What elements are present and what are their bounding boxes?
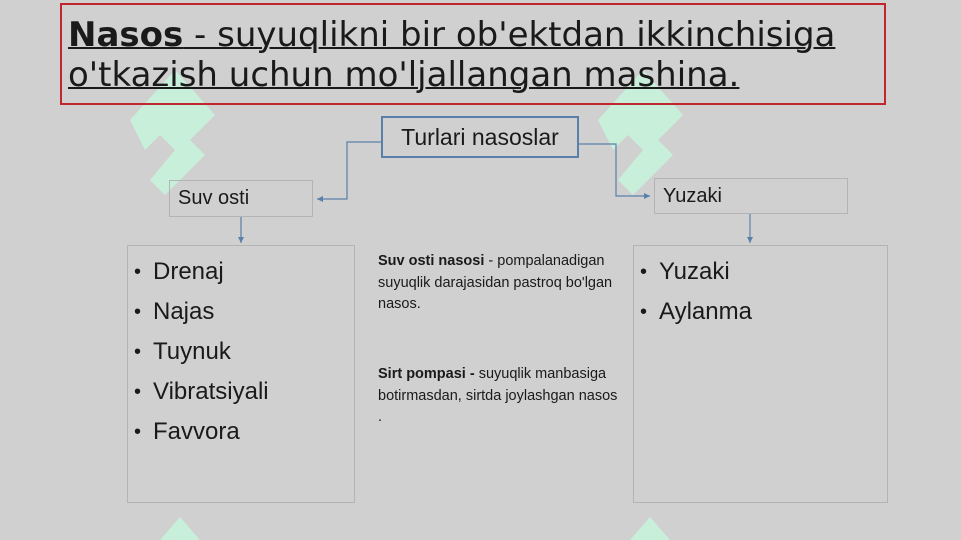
title-box — [60, 3, 886, 105]
page-title: Nasos - suyuqlikni bir ob'ektdan ikkinch… — [68, 15, 888, 95]
left-items-list: • Drenaj • Najas • Tuynuk • Vibratsiyali • Fa… — [128, 246, 354, 452]
right-items-list: • Yuzaki • Aylanma — [634, 246, 887, 332]
list-item: • Najas — [134, 292, 354, 332]
bullet-icon: • — [134, 421, 142, 443]
list-item: • Vibratsiyali — [134, 372, 354, 412]
description-submersible: Suv osti nasosi - pompalanadigan suyuqli… — [378, 251, 618, 316]
description-text: suyuqlik manbasiga botirmasdan, sirtda j… — [378, 366, 618, 425]
description-term: Sirt pompasi - — [378, 366, 479, 382]
bullet-icon: • — [134, 381, 142, 403]
root-node: Turlari nasoslar — [381, 116, 579, 158]
list-item-label: Favvora — [153, 418, 240, 445]
title-term: Nasos — [68, 15, 184, 55]
connector-root-to-left — [317, 141, 381, 202]
branch-node-suv-osti: Suv osti — [169, 180, 313, 217]
list-item-label: Tuynuk — [153, 338, 231, 365]
description-term: Suv osti nasosi — [378, 253, 485, 269]
bullet-icon: • — [134, 261, 142, 283]
description-surface: Sirt pompasi - suyuqlik manbasiga botirm… — [378, 364, 618, 429]
bullet-icon: • — [134, 341, 142, 363]
list-item-label: Drenaj — [153, 258, 224, 285]
list-item-label: Vibratsiyali — [153, 378, 269, 405]
branch-node-yuzaki: Yuzaki — [654, 178, 848, 214]
list-item: • Drenaj — [134, 252, 354, 292]
list-item: • Yuzaki — [640, 252, 887, 292]
list-item: • Aylanma — [640, 292, 887, 332]
list-item-label: Najas — [153, 298, 215, 325]
list-item-label: Yuzaki — [659, 258, 730, 285]
bullet-icon: • — [640, 301, 648, 323]
right-items-box: • Yuzaki • Aylanma — [633, 245, 888, 503]
list-item-label: Aylanma — [659, 298, 752, 325]
title-definition: - suyuqlikni bir ob'ektdan ikkinchisiga … — [68, 15, 836, 95]
list-item: • Favvora — [134, 412, 354, 452]
bullet-icon: • — [134, 301, 142, 323]
left-items-box: • Drenaj • Najas • Tuynuk • Vibratsiyali • Fa… — [127, 245, 355, 503]
list-item: • Tuynuk — [134, 332, 354, 372]
bullet-icon: • — [640, 261, 648, 283]
connector-root-to-right — [579, 143, 650, 199]
description-text: - pompalanadigan suyuqlik darajasidan pa… — [378, 253, 613, 312]
